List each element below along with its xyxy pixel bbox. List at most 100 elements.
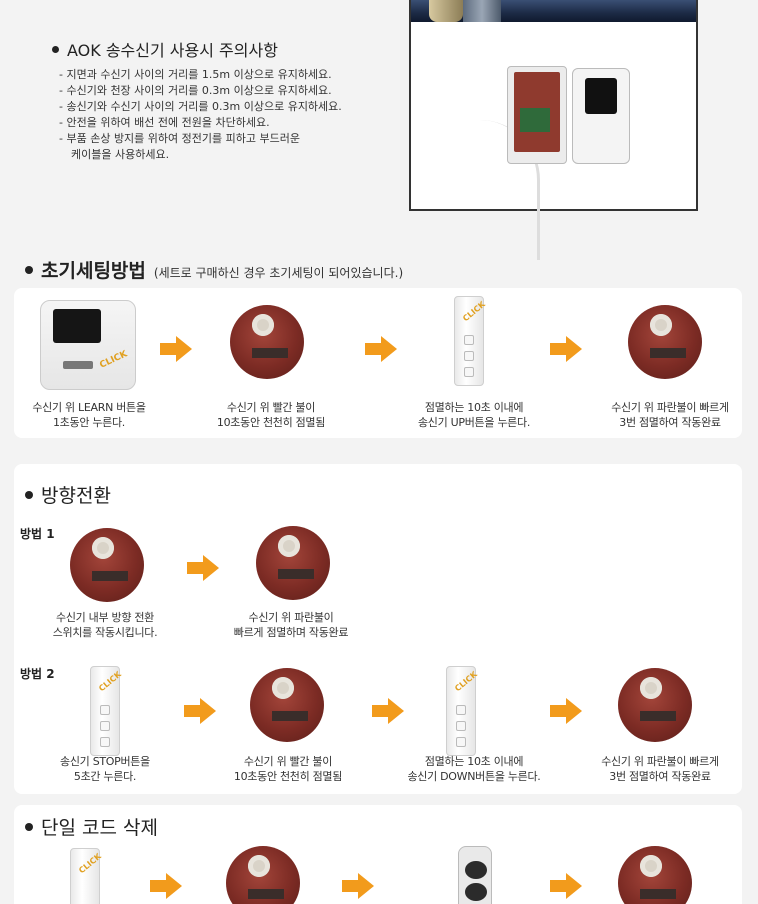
arrow-right-icon	[150, 873, 182, 899]
method-2-label: 방법 2	[20, 667, 55, 681]
precaution-item: - 수신기와 천장 사이의 거리를 0.3m 이상으로 유지하세요.	[59, 84, 332, 97]
remote-back-image	[458, 846, 492, 904]
caption-line: 송신기 STOP버튼을	[60, 755, 150, 768]
receiver-window-image	[585, 78, 617, 114]
motor-end-image	[429, 0, 463, 22]
initial-setting-heading: 초기세팅방법 (세트로 구매하신 경우 초기세팅이 되어있습니다.)	[25, 256, 403, 283]
caption-line: 수신기 위 파란불이	[248, 611, 334, 624]
battery-icon	[465, 883, 487, 901]
precautions-title-text: AOK 송수신기 사용시 주의사항	[67, 41, 278, 60]
method1-step-1-caption: 수신기 내부 방향 전환 스위치를 작동시킵니다.	[30, 610, 180, 640]
receiver-ports	[63, 361, 93, 369]
click-label: CLICK	[453, 669, 479, 694]
method2-step-3-caption: 점멸하는 10초 이내에 송신기 DOWN버튼을 누른다.	[384, 754, 564, 784]
receiver-screen	[53, 309, 101, 343]
delete-code-heading: 단일 코드 삭제	[25, 813, 158, 840]
caption-line: 점멸하는 10초 이내에	[424, 401, 524, 414]
remote-button	[456, 737, 466, 747]
precaution-item: 케이블을 사용하세요.	[71, 148, 170, 161]
precautions-title: AOK 송수신기 사용시 주의사항	[52, 37, 278, 61]
remote-button	[464, 367, 474, 377]
caption-line: 송신기 UP버튼을 누른다.	[417, 416, 531, 429]
caption-line: 5초간 누른다.	[73, 770, 137, 783]
caption-line: 수신기 위 빨간 불이	[243, 755, 333, 768]
red-light-pcb-image	[226, 846, 300, 904]
initial-step-2-caption: 수신기 위 빨간 불이 10초동안 천천히 점멸됨	[196, 400, 346, 430]
bullet-icon	[25, 490, 33, 499]
bullet-icon	[52, 45, 59, 53]
arrow-right-icon	[342, 873, 374, 899]
direction-card	[14, 464, 742, 794]
method2-step-2-caption: 수신기 위 빨간 불이 10초동안 천천히 점멸됨	[208, 754, 368, 784]
caption-line: 점멸하는 10초 이내에	[424, 755, 524, 768]
arrow-right-icon	[550, 873, 582, 899]
caption-line: 빠르게 점멸하며 작동완료	[233, 626, 349, 639]
blue-light-pcb-image	[618, 668, 692, 742]
caption-line: 10초동안 천천히 점멸됨	[216, 416, 326, 429]
method1-step-2-caption: 수신기 위 파란불이 빠르게 점멸하며 작동완료	[216, 610, 366, 640]
remote-down-image: CLICK	[446, 666, 479, 756]
blue-light-pcb-image	[618, 846, 692, 904]
caption-line: 10초동안 천천히 점멸됨	[233, 770, 343, 783]
caption-line: 1초동안 누른다.	[52, 416, 125, 429]
switch-pcb-image	[70, 528, 144, 602]
red-light-pcb-image	[250, 668, 324, 742]
product-photo	[409, 0, 698, 211]
caption-line: 수신기 위 LEARN 버튼을	[32, 401, 146, 414]
cable-image	[470, 120, 540, 260]
precaution-item: - 지면과 수신기 사이의 거리를 1.5m 이상으로 유지하세요.	[59, 68, 332, 81]
caption-line: 3번 점멸하여 작동완료	[619, 416, 721, 429]
initial-step-4-caption: 수신기 위 파란불이 빠르게 3번 점멸하여 작동완료	[590, 400, 750, 430]
click-label: CLICK	[97, 669, 123, 694]
method-1-label: 방법 1	[20, 527, 55, 541]
caption-line: 수신기 위 파란불이 빠르게	[611, 401, 729, 414]
arrow-right-icon	[160, 336, 192, 362]
remote-button	[456, 705, 466, 715]
remote-button	[464, 335, 474, 345]
arrow-right-icon	[550, 336, 582, 362]
remote-button	[464, 351, 474, 361]
delete-code-title: 단일 코드 삭제	[41, 817, 158, 839]
arrow-right-icon	[550, 698, 582, 724]
method2-step-1-caption: 송신기 STOP버튼을 5초간 누른다.	[30, 754, 180, 784]
remote-stop-image: CLICK	[90, 666, 123, 756]
arrow-right-icon	[372, 698, 404, 724]
precaution-item: - 송신기와 수신기 사이의 거리를 0.3m 이상으로 유지하세요.	[59, 100, 342, 113]
remote-button	[100, 721, 110, 731]
blue-light-pcb-image	[256, 526, 330, 600]
arrow-right-icon	[184, 698, 216, 724]
precaution-item: - 부품 손상 방지를 위하여 정전기를 피하고 부드러운	[59, 132, 300, 145]
initial-setting-title: 초기세팅방법	[41, 260, 146, 282]
bullet-icon	[25, 265, 33, 274]
red-light-pcb-image	[230, 305, 304, 379]
bullet-icon	[25, 822, 33, 831]
remote-button	[456, 721, 466, 731]
blue-light-pcb-image	[628, 305, 702, 379]
click-label: CLICK	[98, 349, 130, 371]
remote-up-image: CLICK	[454, 296, 487, 386]
initial-step-1-caption: 수신기 위 LEARN 버튼을 1초동안 누른다.	[14, 400, 164, 430]
direction-heading: 방향전환	[25, 481, 111, 508]
receiver-learn-image: CLICK	[40, 300, 136, 390]
motor-collar-image	[463, 0, 501, 22]
precaution-item: - 안전을 위하여 배선 전에 전원을 차단하세요.	[59, 116, 270, 129]
battery-icon	[465, 861, 487, 879]
caption-line: 3번 점멸하여 작동완료	[609, 770, 711, 783]
arrow-right-icon	[365, 336, 397, 362]
method2-step-4-caption: 수신기 위 파란불이 빠르게 3번 점멸하여 작동완료	[580, 754, 740, 784]
initial-step-3-caption: 점멸하는 10초 이내에 송신기 UP버튼을 누른다.	[394, 400, 554, 430]
click-label: CLICK	[461, 299, 487, 324]
arrow-right-icon	[187, 555, 219, 581]
direction-title: 방향전환	[41, 485, 111, 507]
caption-line: 송신기 DOWN버튼을 누른다.	[407, 770, 541, 783]
caption-line: 수신기 위 빨간 불이	[226, 401, 316, 414]
click-label: CLICK	[77, 851, 103, 876]
caption-line: 스위치를 작동시킵니다.	[52, 626, 158, 639]
remote-button	[100, 737, 110, 747]
precautions-list: - 지면과 수신기 사이의 거리를 1.5m 이상으로 유지하세요. - 수신기…	[59, 67, 342, 163]
terminal-block-image	[520, 108, 550, 132]
remote-button	[100, 705, 110, 715]
initial-setting-subtitle: (세트로 구매하신 경우 초기세팅이 되어있습니다.)	[153, 266, 404, 280]
remote-image: CLICK	[70, 848, 103, 904]
caption-line: 수신기 위 파란불이 빠르게	[601, 755, 719, 768]
